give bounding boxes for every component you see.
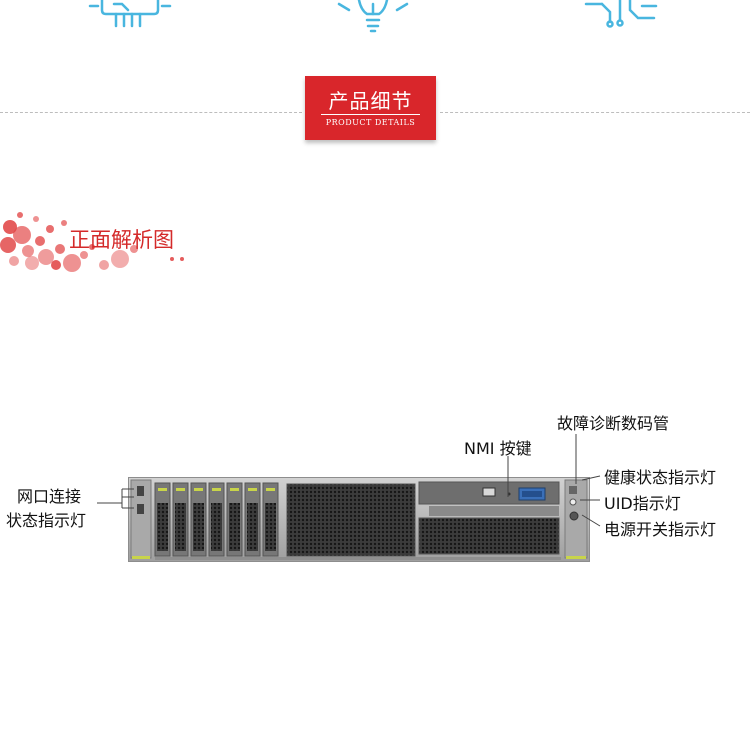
label-port-status-line2: 状态指示灯 [6,511,87,530]
divider-right [440,112,750,113]
circuit-icon [584,0,658,28]
section-title: 正面解析图 [69,228,174,252]
label-fault-display: 故障诊断数码管 [557,414,670,433]
section-banner: 产品细节 PRODUCT DETAILS [305,76,436,140]
chip-icon [88,0,172,28]
divider-left [0,112,302,113]
banner-title-cn: 产品细节 [328,89,413,113]
label-power-indicator: 电源开关指示灯 [604,520,717,539]
banner-rule [321,114,420,115]
red-dots-decoration [0,212,184,272]
banner-title-en: PRODUCT DETAILS [325,118,416,127]
lightbulb-icon [337,0,409,33]
server-front-panel [128,477,590,562]
label-uid-indicator: UID指示灯 [604,494,681,513]
label-nmi-button: NMI 按键 [464,439,532,458]
label-health-indicator: 健康状态指示灯 [604,468,717,487]
label-port-status-line1: 网口连接 [17,487,82,506]
